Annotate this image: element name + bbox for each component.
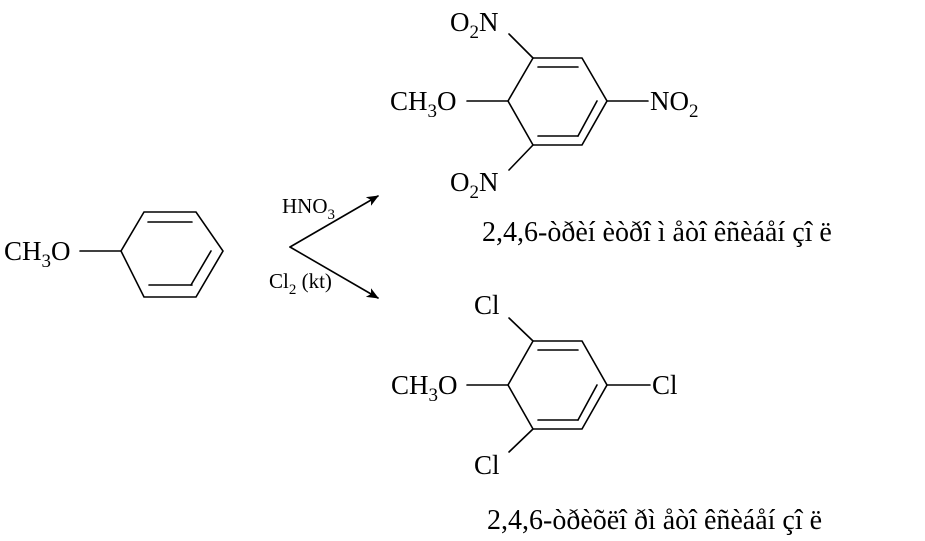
chloro-group-bottom: Cl: [474, 450, 500, 480]
methoxy-group: CH3O: [390, 86, 457, 122]
reagent-cl2: Cl2 (kt): [269, 269, 332, 298]
anisole-methoxy-label: CH3O: [4, 236, 71, 272]
nitro-group-bottom: O2N: [450, 167, 499, 203]
anisole-ring: [120, 211, 224, 298]
reagent-hno3: HNO3: [282, 194, 335, 223]
trinitroanisole-caption: 2,4,6-òðèí èòðî ì åòî êñèáåí çî ë: [482, 217, 832, 248]
anisole-molecule: CH3O: [4, 211, 224, 298]
arrow-to-chlorination: [289, 246, 379, 299]
chloro-group-right: Cl: [652, 370, 678, 400]
trichloroanisole-molecule: Cl CH3O Cl Cl: [391, 290, 678, 480]
nitro-group-top: O2N: [450, 7, 499, 43]
trichloroanisole-ring: [507, 340, 608, 430]
arrow-to-nitration: [289, 195, 379, 248]
trinitroanisole-molecule: O2N CH3O NO2 O2N: [390, 7, 699, 203]
trichloroanisole-caption: 2,4,6-òðèõëî ðì åòî êñèáåí çî ë: [487, 505, 822, 536]
methoxy-group: CH3O: [391, 370, 458, 406]
chloro-group-top: Cl: [474, 290, 500, 320]
trinitroanisole-ring: [507, 57, 608, 146]
nitro-group-right: NO2: [650, 86, 699, 122]
reaction-arrows: HNO3 Cl2 (kt): [269, 194, 379, 299]
